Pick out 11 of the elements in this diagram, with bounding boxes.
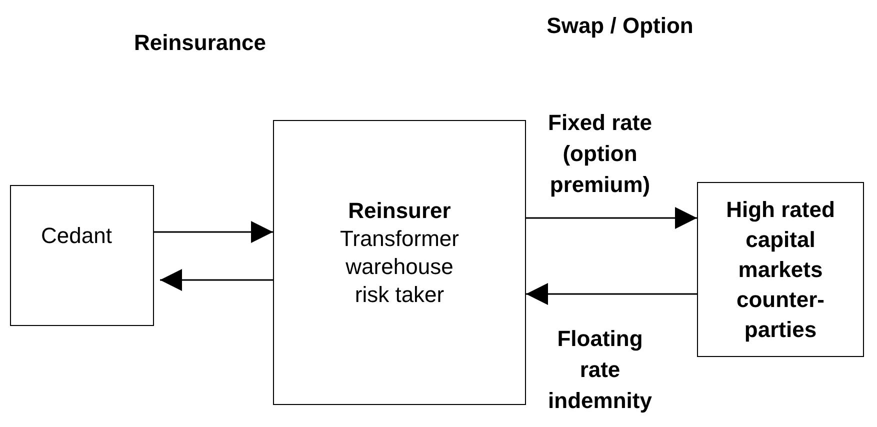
- arrow: [154, 221, 273, 243]
- entity-box: [697, 182, 864, 357]
- arrow: [160, 269, 273, 291]
- entity-box: [10, 185, 154, 326]
- node-text: High rated capital markets counter-parties: [726, 196, 836, 344]
- node-text: Transformer warehouse risk taker: [339, 224, 460, 308]
- entity-box: [273, 120, 526, 405]
- arrow: [526, 283, 697, 305]
- node-heading: Reinsurer: [348, 196, 451, 224]
- node-text: Cedant: [41, 222, 112, 250]
- arrow: [526, 207, 697, 229]
